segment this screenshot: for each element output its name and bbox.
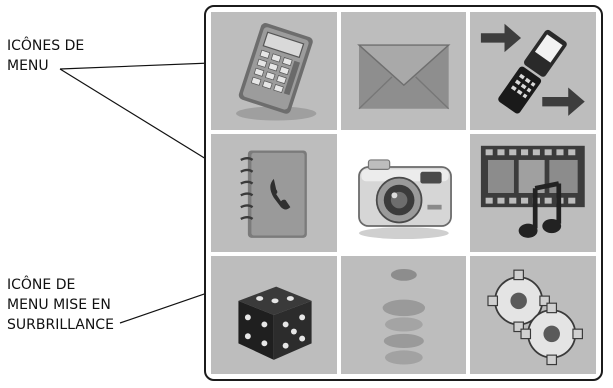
highlighted-icon-label-line-3: SURBRILLANCE xyxy=(7,317,114,333)
menu-grid xyxy=(211,12,596,374)
menu-icons-label: ICÔNES DE MENU xyxy=(7,36,84,76)
menu-tile-messages[interactable] xyxy=(340,12,467,130)
menu-tile-extras[interactable] xyxy=(340,256,467,374)
address-book-icon xyxy=(240,150,307,238)
phone-transfer-icon xyxy=(481,23,586,116)
menu-tile-connectivity[interactable] xyxy=(470,12,596,130)
calculator-icon xyxy=(236,23,317,121)
highlighted-icon-label: ICÔNE DE MENU MISE EN SURBRILLANCE xyxy=(7,275,114,335)
menu-icons-label-line-2: MENU xyxy=(7,58,49,74)
menu-tile-contacts[interactable] xyxy=(211,134,337,252)
film-music-icon xyxy=(481,145,586,238)
envelope-icon xyxy=(356,44,451,110)
highlighted-icon-label-line-2: MENU MISE EN xyxy=(7,297,111,313)
camera-icon xyxy=(357,159,452,240)
gears-icon xyxy=(487,269,584,366)
phone-screen-frame xyxy=(204,5,603,381)
menu-tile-calculator[interactable] xyxy=(211,12,337,130)
highlighted-icon-label-line-1: ICÔNE DE xyxy=(7,277,76,293)
menu-tile-settings[interactable] xyxy=(470,256,596,374)
dice-icon xyxy=(238,286,312,360)
menu-tile-games[interactable] xyxy=(211,256,337,374)
coins-icon xyxy=(382,268,425,365)
menu-tile-camera[interactable] xyxy=(340,134,467,252)
menu-tile-media[interactable] xyxy=(470,134,596,252)
menu-icons-label-line-1: ICÔNES DE xyxy=(7,38,85,54)
